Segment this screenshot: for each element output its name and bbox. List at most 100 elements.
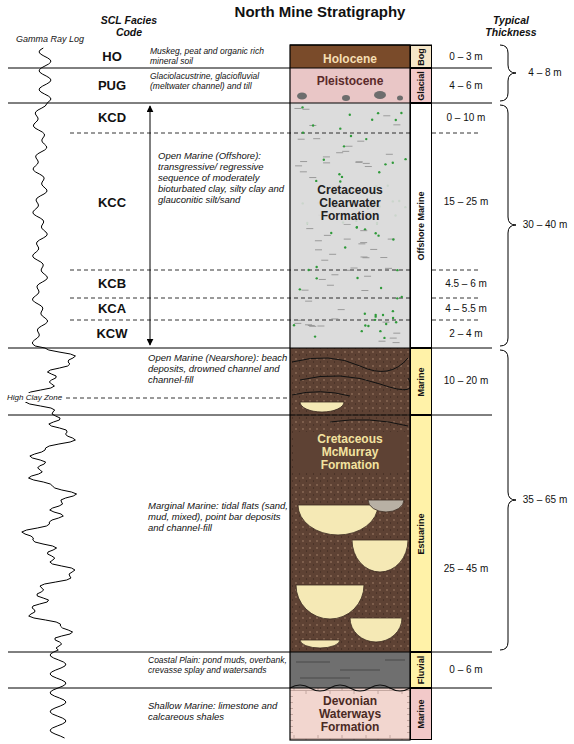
channel-lines <box>300 376 411 390</box>
formation-band: Pleistocene <box>290 68 410 103</box>
glauconite-dots <box>305 324 312 325</box>
glauconite-dots <box>393 333 400 334</box>
glauconite-dots <box>306 228 313 229</box>
glauconite-dots <box>400 112 402 114</box>
glauconite-dots <box>355 162 362 163</box>
glauconite-dots <box>345 146 352 147</box>
thickness-value: 10 – 20 m <box>436 375 496 387</box>
formation-name: Devonian Waterways Formation <box>293 694 407 735</box>
glauconite-dots <box>377 234 379 236</box>
subunit-dashes <box>66 398 290 399</box>
glauconite-dots <box>356 161 363 162</box>
glauconite-dots <box>360 230 367 231</box>
glauconite-dots <box>392 310 394 312</box>
thickness-value: 4.5 – 6 m <box>436 278 496 290</box>
facies-code: KCB <box>88 277 136 292</box>
glauconite-dots <box>382 314 384 316</box>
thickness-value: 4 – 5.5 m <box>436 303 496 315</box>
glauconite-dots <box>314 335 316 337</box>
glauconite-dots <box>339 127 341 129</box>
column-fills <box>290 103 410 348</box>
environment-box: Marine <box>410 688 432 740</box>
glauconite-dots <box>336 152 343 153</box>
glauconite-dots <box>302 290 309 291</box>
glauconite-dots <box>378 171 380 173</box>
glauconite-dots <box>344 239 351 240</box>
environment-box: Bog <box>410 45 432 68</box>
facies-description: Shallow Marine: limestone and calcareous… <box>148 700 288 722</box>
total-thickness: 30 – 40 m <box>519 219 571 231</box>
facies-code: KCW <box>88 327 136 342</box>
glauconite-dots <box>350 135 352 137</box>
glauconite-dots <box>395 119 397 121</box>
facies-description: Coastal Plain: pond muds, overbank, crev… <box>148 655 288 675</box>
glauconite-dots <box>309 177 316 178</box>
glauconite-dots <box>323 159 325 161</box>
glauconite-dots <box>356 277 358 279</box>
thickness-braces <box>500 45 516 650</box>
total-thickness: 4 – 8 m <box>519 67 571 79</box>
sand-lenses <box>296 585 364 619</box>
thickness-value: 25 – 45 m <box>436 563 496 575</box>
glauconite-dots <box>317 326 324 327</box>
environment-label: Marine <box>416 367 426 396</box>
glauconite-dots <box>365 138 367 140</box>
glauconite-dots <box>330 232 332 234</box>
glauconite-dots <box>298 139 305 140</box>
column-heading: Typical Thickness <box>482 14 540 38</box>
glauconite-dots <box>341 176 343 178</box>
glauconite-dots <box>344 270 351 271</box>
glauconite-dots <box>392 317 394 319</box>
glauconite-dots <box>301 106 303 108</box>
environment-label: Marine <box>416 699 426 728</box>
thickness-value: 0 – 3 m <box>436 51 496 63</box>
glauconite-dots <box>313 138 320 139</box>
glauconite-dots <box>360 242 367 243</box>
glauconite-dots <box>396 269 398 271</box>
glauconite-dots <box>307 269 309 271</box>
environment-label: Bog <box>416 48 426 66</box>
sand-lenses <box>368 500 404 512</box>
glauconite-dots <box>383 322 390 323</box>
environment-box: Offshore Marine <box>410 103 432 348</box>
environment-label: Estuarine <box>416 513 426 554</box>
glauconite-dots <box>379 341 386 342</box>
glauconite-dots <box>361 290 368 291</box>
glauconite-dots <box>380 257 387 258</box>
sand-lenses <box>298 505 378 535</box>
glauconite-dots <box>364 228 366 230</box>
glauconite-dots <box>315 266 317 268</box>
environment-label: Offshore Marine <box>416 191 426 260</box>
boundary-lines <box>8 45 492 688</box>
glauconite-dots <box>356 226 358 228</box>
thickness-braces <box>500 105 516 346</box>
glauconite-dots <box>361 256 368 257</box>
column-fills <box>290 688 410 740</box>
glauconite-dots <box>393 124 400 125</box>
glauconite-dots <box>374 315 376 317</box>
channel-lines <box>292 358 408 372</box>
glauconite-dots <box>349 114 351 116</box>
thickness-braces <box>500 350 516 650</box>
formation-name: Cretaceous Clearwater Formation <box>293 183 407 224</box>
column-fills <box>290 348 410 652</box>
total-thickness: 35 – 65 m <box>519 494 571 506</box>
thickness-value: 0 – 10 m <box>436 112 496 124</box>
glauconite-dots <box>374 319 376 321</box>
facies-description: Marginal Marine: tidal flats (sand, mud,… <box>148 500 288 533</box>
column-fills <box>290 68 410 103</box>
glauconite-dots <box>380 287 382 289</box>
glauconite-dots <box>395 321 397 323</box>
facies-description: Muskeg, peat and organic rich mineral so… <box>150 46 288 66</box>
glauconite-dots <box>294 108 301 109</box>
glauconite-dots <box>365 166 372 167</box>
glauconite-dots <box>315 180 317 182</box>
formation-name: Pleistocene <box>315 74 386 89</box>
glauconite-dots <box>300 171 307 172</box>
glauconite-dots <box>302 131 304 133</box>
glauconite-dots <box>343 145 345 147</box>
glauconite-dots <box>383 115 390 116</box>
glauconite-dots <box>293 324 295 326</box>
glauconite-dots <box>364 276 371 277</box>
